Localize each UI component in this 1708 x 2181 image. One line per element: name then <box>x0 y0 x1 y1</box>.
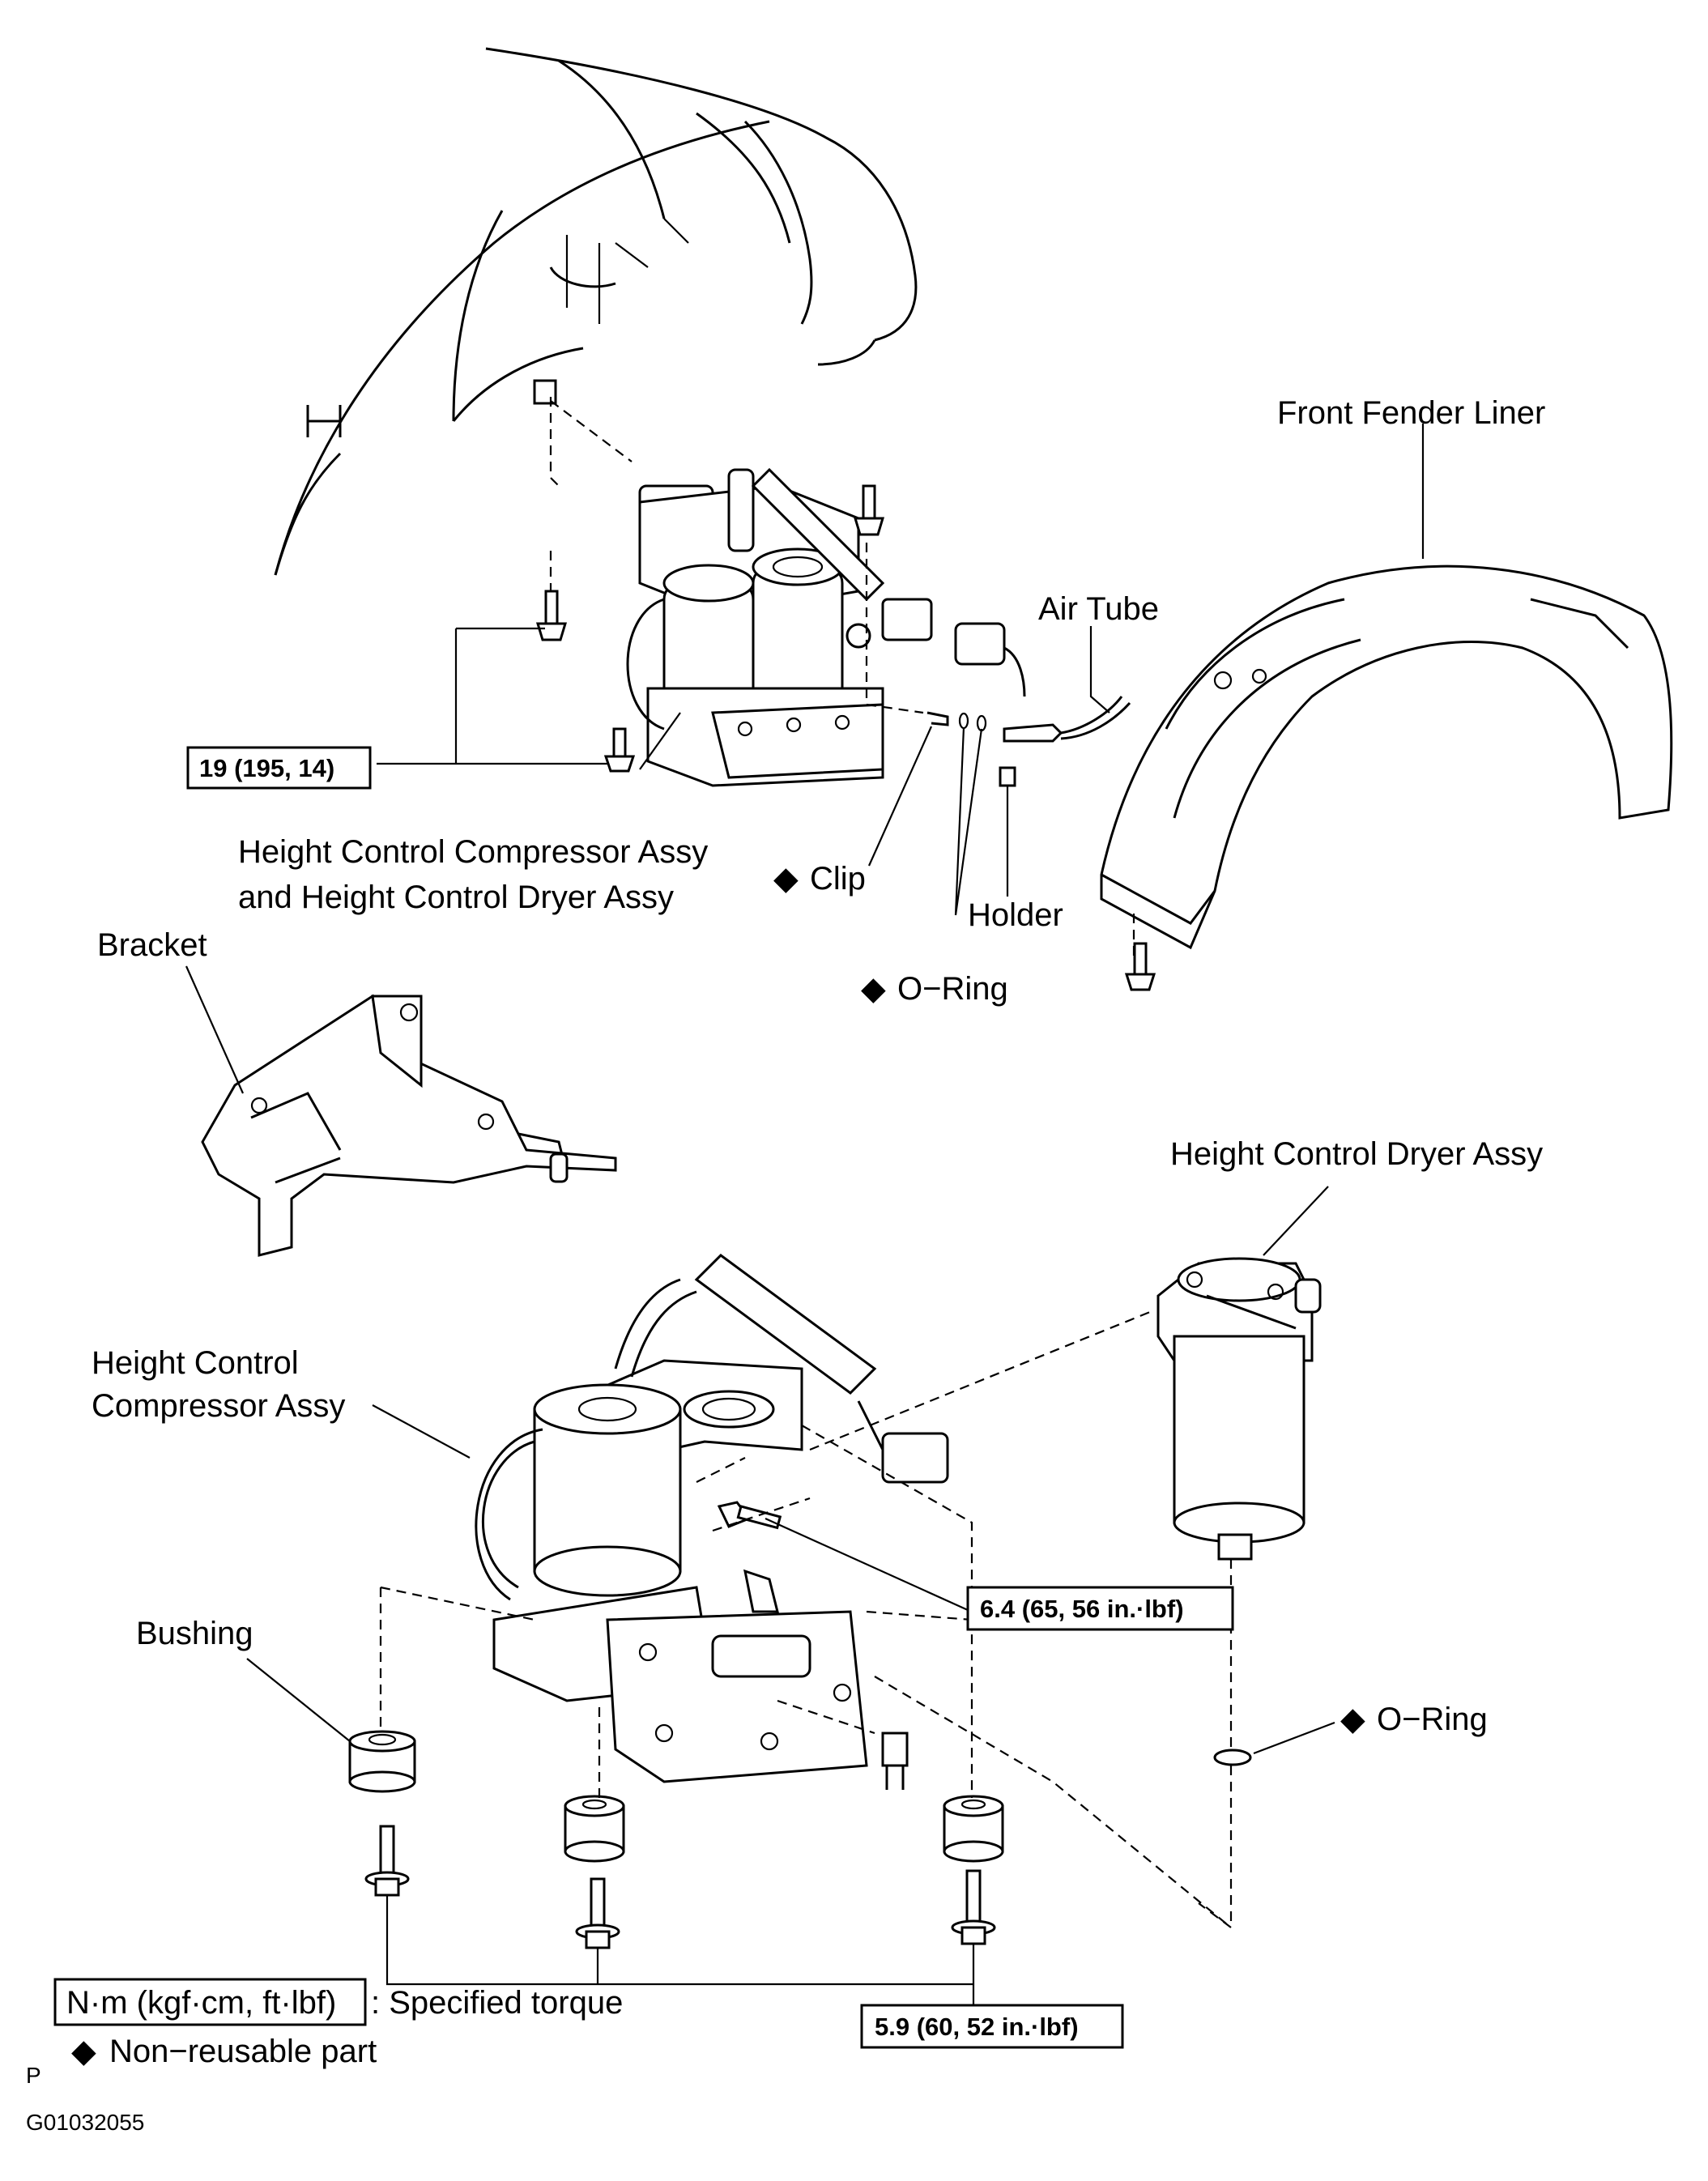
legend-non-reusable-text: Non−reusable part <box>109 2034 377 2069</box>
hose-fitting <box>881 1732 909 1790</box>
bushing-left <box>348 1730 416 1793</box>
label-front-fender-liner: Front Fender Liner <box>1277 395 1545 431</box>
non-reusable-mark-o-ring-top: ◆ <box>861 971 886 1007</box>
air-tube-fitting <box>1003 696 1131 743</box>
non-reusable-mark-clip: ◆ <box>773 861 799 897</box>
label-air-tube: Air Tube <box>1038 591 1159 627</box>
label-dryer-assy: Height Control Dryer Assy <box>1170 1136 1543 1172</box>
torque-compressor-bolt: 6.4 (65, 56 in.·lbf) <box>980 1595 1184 1623</box>
bolt-bracket-lower <box>603 727 636 773</box>
leader-lines <box>185 424 1425 2004</box>
legend-torque-desc: : Specified torque <box>371 1985 623 2021</box>
compressor-dryer-assembly-top <box>626 467 933 787</box>
footer-figure-code: G01032055 <box>26 2110 144 2135</box>
bushing-right <box>943 1795 1004 1863</box>
label-o-ring-top: O−Ring <box>897 971 1008 1007</box>
vehicle-body-outline <box>274 47 918 576</box>
legend-non-reusable-mark: ◆ <box>71 2034 96 2069</box>
mount-bolt-left <box>364 1825 410 1897</box>
label-bracket: Bracket <box>97 927 207 963</box>
bolt-fender-liner <box>1124 942 1156 991</box>
label-compressor-dryer-line2: and Height Control Dryer Assy <box>238 880 674 915</box>
dryer-assy-lower <box>1156 1257 1322 1561</box>
holder-part <box>999 766 1016 787</box>
label-compressor-dryer-line1: Height Control Compressor Assy <box>238 834 708 870</box>
wire-connector <box>954 622 1026 697</box>
label-bushing: Bushing <box>136 1616 253 1651</box>
torque-mount-bolts: 5.9 (60, 52 in.·lbf) <box>875 2013 1079 2041</box>
label-clip: Clip <box>810 861 866 897</box>
front-fender-liner <box>1100 564 1673 950</box>
torque-box-mount <box>860 2004 1124 2049</box>
label-compressor-line2: Compressor Assy <box>92 1388 345 1424</box>
non-reusable-mark-o-ring-right: ◆ <box>1340 1702 1365 1737</box>
compressor-bolt <box>717 1501 782 1530</box>
assembly-dashed-lines <box>379 397 1233 1930</box>
o-ring-right <box>1213 1749 1252 1766</box>
mount-bolt-right <box>951 1869 996 1945</box>
bolt-top-right <box>853 484 885 536</box>
legend-torque-unit: N·m (kgf·cm, ft·lbf) <box>66 1985 336 2021</box>
mount-bolt-center <box>575 1877 620 1949</box>
torque-box-compressor <box>966 1586 1234 1631</box>
bracket-part <box>201 994 617 1257</box>
label-holder: Holder <box>968 897 1063 933</box>
bolt-bracket-upper <box>535 590 568 641</box>
label-compressor-line1: Height Control <box>92 1345 299 1381</box>
legend-torque-box <box>53 1978 367 2026</box>
footer-page-letter: P <box>26 2063 41 2088</box>
label-o-ring-right: O−Ring <box>1377 1702 1488 1737</box>
torque-box-bracket <box>186 746 372 790</box>
torque-bracket-bolts: 19 (195, 14) <box>199 754 334 782</box>
clip-part <box>926 711 949 726</box>
compressor-assy-lower <box>475 1254 949 1783</box>
bushing-center <box>564 1795 625 1863</box>
